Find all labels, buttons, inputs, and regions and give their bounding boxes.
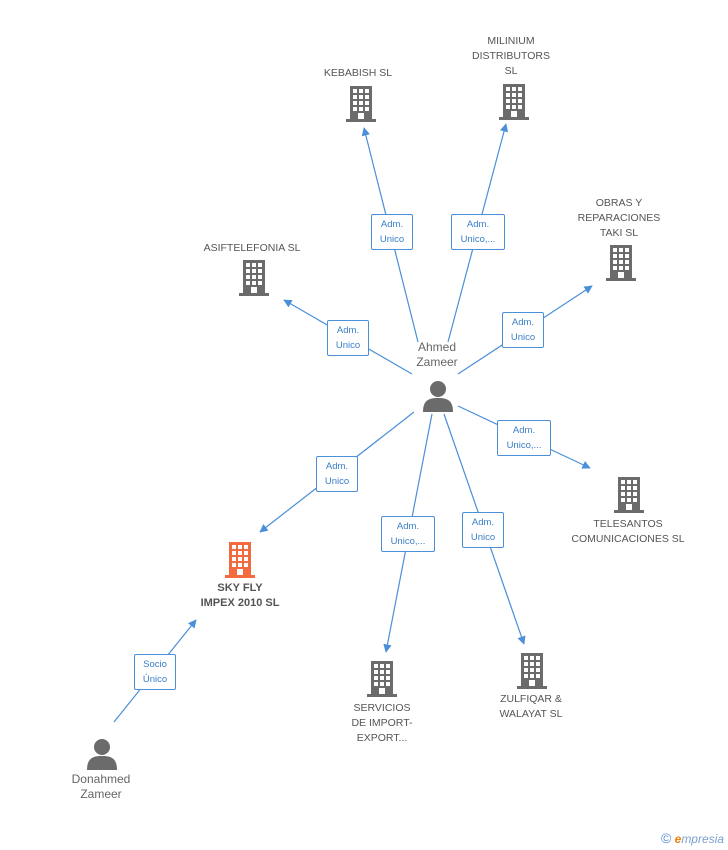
edge-label-telesantos[interactable]: Adm. Unico,... <box>497 420 551 456</box>
edge-label-skyfly[interactable]: Adm. Unico <box>316 456 358 492</box>
edge-label-obras[interactable]: Adm. Unico <box>502 312 544 348</box>
building-icon[interactable] <box>499 84 529 120</box>
building-icon[interactable] <box>606 245 636 281</box>
company-name: ASIFTELEFONIA SL <box>203 242 301 254</box>
person-name: Donahmed Zameer <box>71 772 131 801</box>
edge-label-socio[interactable]: Socio Único <box>134 654 176 690</box>
person-icon[interactable] <box>87 738 117 770</box>
person-name: Ahmed Zameer <box>416 340 458 369</box>
building-icon[interactable] <box>614 477 644 513</box>
focus-building-icon[interactable] <box>225 542 255 578</box>
copyright-icon: © <box>660 830 672 846</box>
company-name: TELESANTOS COMUNICACIONES SL <box>571 518 685 545</box>
brand-name: mpresia <box>681 832 724 846</box>
edge-label-milinium[interactable]: Adm. Unico,... <box>451 214 505 250</box>
building-icon[interactable] <box>517 653 547 689</box>
brand-e: e <box>674 832 682 846</box>
company-name: SERVICIOS DE IMPORT- EXPORT... <box>351 702 413 744</box>
company-name: MILINIUM DISTRIBUTORS SL <box>472 35 550 77</box>
edge-label-servicios[interactable]: Adm. Unico,... <box>381 516 435 552</box>
building-icon[interactable] <box>346 86 376 122</box>
building-icon[interactable] <box>239 260 269 296</box>
company-name: KEBABISH SL <box>323 67 393 79</box>
edge-label-asiftelefonia[interactable]: Adm. Unico <box>327 320 369 356</box>
company-name: ZULFIQAR & WALAYAT SL <box>499 693 563 720</box>
edge-label-kebabish[interactable]: Adm. Unico <box>371 214 413 250</box>
empresia-watermark: © empresia <box>661 830 724 846</box>
edge-label-zulfiqar[interactable]: Adm. Unico <box>462 512 504 548</box>
building-icon[interactable] <box>367 661 397 697</box>
company-name: OBRAS Y REPARACIONES TAKI SL <box>577 197 661 239</box>
company-name: SKY FLY IMPEX 2010 SL <box>200 582 280 609</box>
person-icon[interactable] <box>423 380 453 412</box>
